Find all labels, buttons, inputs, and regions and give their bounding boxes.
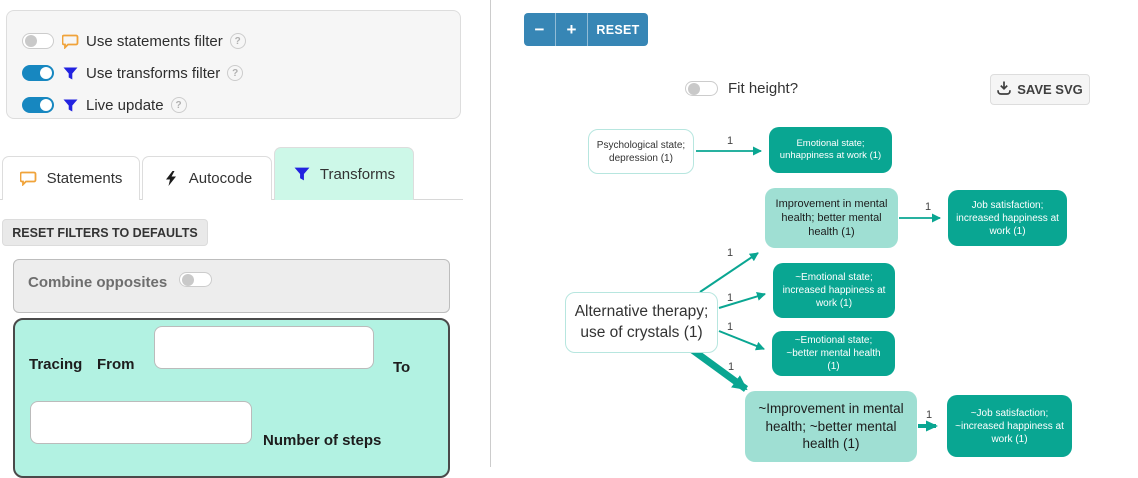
save-svg-label: SAVE SVG: [1017, 82, 1083, 97]
number-of-steps-label: Number of steps: [263, 432, 382, 449]
tab-autocode[interactable]: Autocode: [142, 156, 272, 200]
use-statements-filter-toggle[interactable]: [22, 33, 54, 49]
save-svg-button[interactable]: SAVE SVG: [990, 74, 1090, 105]
tab-label: Transforms: [319, 165, 396, 183]
combine-opposites-toggle[interactable]: [179, 272, 212, 287]
edge-weight-label: 1: [727, 135, 733, 147]
fit-height-toggle[interactable]: [685, 81, 718, 96]
edge-weight-label: 1: [727, 292, 733, 304]
tracing-to-input[interactable]: [30, 401, 252, 444]
graph-node-not-emotional-state-better[interactable]: ~Emotional state; ~better mental health …: [772, 331, 895, 376]
edge-weight-label: 1: [727, 321, 733, 333]
download-icon: [997, 81, 1012, 98]
graph-node-not-improvement-mental-health[interactable]: ~Improvement in mental health; ~better m…: [745, 391, 917, 462]
tab-label: Statements: [46, 170, 123, 187]
edge-weight-label: 1: [727, 247, 733, 259]
edge-weight-label: 1: [925, 201, 931, 213]
tracing-title: Tracing: [29, 356, 83, 373]
funnel-icon: [61, 97, 79, 113]
tracing-from-input[interactable]: [154, 326, 374, 369]
edge-weight-label: 1: [926, 409, 932, 421]
toggle-knob: [182, 274, 194, 286]
filters-panel: Use statements filter ? Use transforms f…: [6, 10, 461, 119]
zoom-reset-button[interactable]: RESET: [588, 13, 648, 46]
toggle-knob: [688, 83, 700, 95]
help-icon[interactable]: ?: [170, 97, 187, 113]
graph-node-alternative-therapy[interactable]: Alternative therapy; use of crystals (1): [565, 292, 718, 353]
speech-bubble-icon: [61, 33, 79, 49]
use-statements-filter-label: Use statements filter: [86, 32, 223, 50]
fit-height-label: Fit height?: [728, 80, 799, 97]
zoom-controls: − + RESET: [524, 13, 648, 46]
graph-edge: [699, 252, 759, 293]
zoom-out-button[interactable]: −: [524, 13, 556, 46]
live-update-toggle[interactable]: [22, 97, 54, 113]
graph-node-job-satisfaction[interactable]: Job satisfaction; increased happiness at…: [948, 190, 1067, 246]
tracing-to-label: To: [393, 359, 411, 376]
graph-node-improvement-mental-health[interactable]: Improvement in mental health; better men…: [765, 188, 898, 248]
statements-filter-row: Use statements filter ?: [22, 30, 246, 52]
graph-node-not-emotional-state-increased[interactable]: ~Emotional state; increased happiness at…: [773, 263, 895, 318]
live-update-label: Live update: [86, 96, 164, 114]
reset-filters-button[interactable]: RESET FILTERS TO DEFAULTS: [2, 219, 208, 246]
tracing-from-label: From: [97, 356, 135, 373]
fit-height-row: Fit height?: [685, 80, 798, 97]
combine-opposites-panel: Combine opposites: [13, 259, 450, 313]
pane-divider: [490, 0, 491, 467]
use-transforms-filter-toggle[interactable]: [22, 65, 54, 81]
transforms-filter-row: Use transforms filter ?: [22, 62, 244, 84]
help-icon[interactable]: ?: [227, 65, 244, 81]
edge-weight-label: 1: [728, 361, 734, 373]
help-icon[interactable]: ?: [229, 33, 246, 49]
tab-transforms[interactable]: Transforms: [274, 147, 414, 200]
graph-node-not-job-satisfaction[interactable]: ~Job satisfaction; ~increased happiness …: [947, 395, 1072, 457]
tracing-panel: Tracing From To Number of steps: [13, 318, 450, 478]
live-update-row: Live update ?: [22, 94, 187, 116]
toggle-knob: [40, 99, 52, 111]
funnel-icon: [293, 166, 311, 182]
combine-opposites-label: Combine opposites: [28, 274, 168, 291]
use-transforms-filter-label: Use transforms filter: [86, 64, 221, 82]
tab-bar: Statements Autocode Transforms: [0, 147, 463, 200]
graph-edge: [718, 330, 765, 351]
tab-statements[interactable]: Statements: [2, 156, 140, 200]
graph-node-psychological-state[interactable]: Psychological state; depression (1): [588, 129, 694, 174]
toggle-knob: [25, 35, 37, 47]
graph-edge: [718, 292, 766, 309]
zoom-in-button[interactable]: +: [556, 13, 588, 46]
toggle-knob: [40, 67, 52, 79]
speech-bubble-icon: [20, 171, 38, 187]
tab-label: Autocode: [188, 170, 253, 187]
graph-node-emotional-state-unhappiness[interactable]: Emotional state; unhappiness at work (1): [769, 127, 892, 173]
lightning-icon: [162, 171, 180, 187]
funnel-icon: [61, 65, 79, 81]
